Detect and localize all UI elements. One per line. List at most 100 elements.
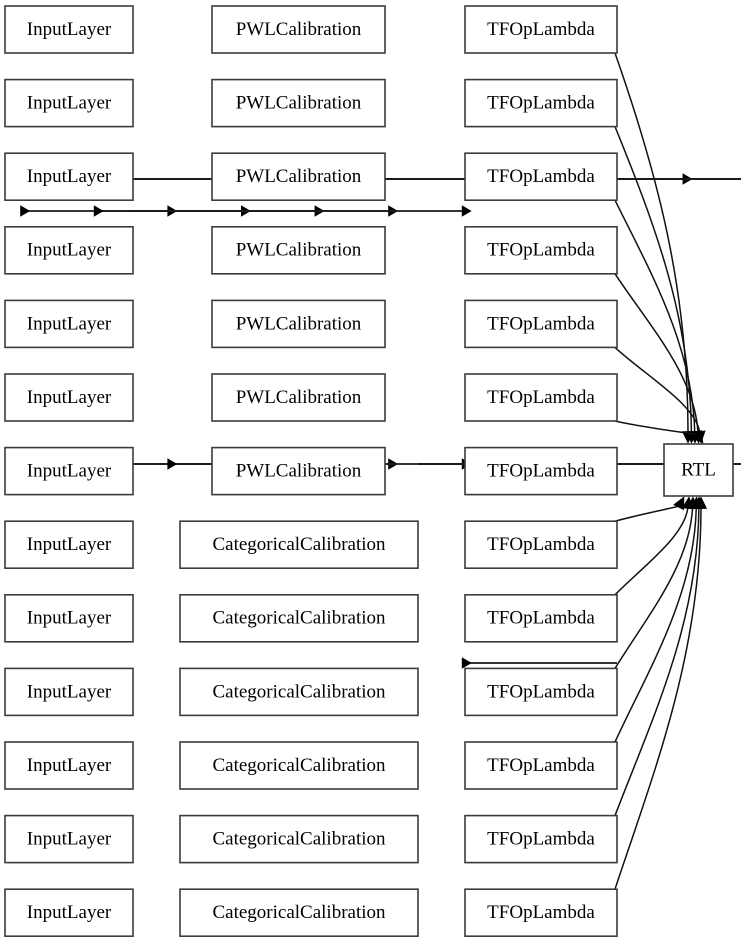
node-rtl-box <box>663 443 734 497</box>
node-calibration-5-label: PWLCalibration <box>236 387 362 408</box>
node-input-layer-2[interactable]: InputLayer <box>4 152 134 201</box>
node-lambda-12[interactable]: TFOpLambda <box>464 888 618 938</box>
node-calibration-0-label: PWLCalibration <box>236 19 362 40</box>
edge-lambda-8-to-rtl-line <box>614 506 689 596</box>
node-lambda-7-label: TFOpLambda <box>487 534 595 555</box>
node-calibration-1-label: PWLCalibration <box>236 92 362 113</box>
edge-lambda-6-to-rtl <box>461 657 617 669</box>
edge-lambda-12-to-rtl <box>614 496 708 890</box>
node-calibration-12-box <box>179 888 419 938</box>
node-calibration-4-box <box>211 299 386 349</box>
node-calibration-1[interactable]: PWLCalibration <box>211 78 386 128</box>
node-lambda-4-label: TFOpLambda <box>487 313 595 334</box>
node-calibration-7[interactable]: CategoricalCalibration <box>179 520 419 570</box>
node-input-layer-11-label: InputLayer <box>27 828 112 849</box>
node-calibration-2[interactable]: PWLCalibration <box>211 152 386 201</box>
node-lambda-8[interactable]: TFOpLambda <box>464 593 618 643</box>
node-calibration-12[interactable]: CategoricalCalibration <box>179 888 419 938</box>
node-lambda-1[interactable]: TFOpLambda <box>464 78 618 128</box>
node-calibration-11[interactable]: CategoricalCalibration <box>179 814 419 864</box>
node-lambda-8-box <box>464 593 618 643</box>
node-input-layer-6[interactable]: InputLayer <box>4 446 134 496</box>
node-calibration-3-box <box>211 226 386 275</box>
edge-lambda-10-to-rtl-line <box>614 506 698 743</box>
node-calibration-10[interactable]: CategoricalCalibration <box>179 741 419 790</box>
node-lambda-1-label: TFOpLambda <box>487 92 595 113</box>
node-input-layer-8-label: InputLayer <box>27 608 112 629</box>
edge-input-1-to-calibration <box>93 205 133 217</box>
node-input-layer-8-box <box>4 593 134 643</box>
edge-lambda-0-to-rtl-line <box>614 52 689 434</box>
node-calibration-6-label: PWLCalibration <box>236 460 362 481</box>
edge-calibration-2-to-lambda-arrowhead <box>167 458 178 470</box>
node-input-layer-12[interactable]: InputLayer <box>4 888 134 938</box>
node-input-layer-1[interactable]: InputLayer <box>4 78 134 128</box>
node-input-layer-9-box <box>4 667 134 717</box>
node-calibration-12-label: CategoricalCalibration <box>212 902 386 923</box>
edge-lambda-1-to-rtl-line <box>614 126 693 434</box>
node-calibration-9-label: CategoricalCalibration <box>212 681 386 702</box>
node-lambda-0[interactable]: TFOpLambda <box>464 5 618 54</box>
node-lambda-10-box <box>464 741 618 790</box>
node-lambda-9[interactable]: TFOpLambda <box>464 667 618 717</box>
edge-input-6-to-calibration-arrowhead <box>461 205 472 217</box>
node-calibration-0-box <box>211 5 386 54</box>
node-input-layer-4-label: InputLayer <box>27 313 112 334</box>
node-lambda-5[interactable]: TFOpLambda <box>464 373 618 422</box>
edge-lambda-12-to-rtl-arrowhead <box>694 496 708 509</box>
node-lambda-9-box <box>464 667 618 717</box>
node-input-layer-0[interactable]: InputLayer <box>4 5 134 54</box>
node-input-layer-7[interactable]: InputLayer <box>4 520 134 570</box>
node-lambda-4[interactable]: TFOpLambda <box>464 299 618 349</box>
node-input-layer-7-box <box>4 520 134 570</box>
node-calibration-3[interactable]: PWLCalibration <box>211 226 386 275</box>
node-input-layer-4[interactable]: InputLayer <box>4 299 134 349</box>
node-lambda-2[interactable]: TFOpLambda <box>464 152 618 201</box>
node-calibration-7-box <box>179 520 419 570</box>
node-calibration-8[interactable]: CategoricalCalibration <box>179 593 419 643</box>
node-lambda-11[interactable]: TFOpLambda <box>464 814 618 864</box>
node-calibration-9[interactable]: CategoricalCalibration <box>179 667 419 717</box>
node-input-layer-8[interactable]: InputLayer <box>4 593 134 643</box>
node-calibration-4[interactable]: PWLCalibration <box>211 299 386 349</box>
node-calibration-2-box <box>211 152 386 201</box>
node-input-layer-9[interactable]: InputLayer <box>4 667 134 717</box>
edge-lambda-5-to-rtl-arrowhead <box>691 429 704 444</box>
node-calibration-10-label: CategoricalCalibration <box>212 755 386 776</box>
node-input-layer-5-box <box>4 373 134 422</box>
node-input-layer-4-box <box>4 299 134 349</box>
node-calibration-6-box <box>211 446 386 496</box>
node-lambda-3[interactable]: TFOpLambda <box>464 226 618 275</box>
node-lambda-3-label: TFOpLambda <box>487 240 595 261</box>
node-rtl-label: RTL <box>681 459 716 480</box>
node-lambda-0-box <box>464 5 618 54</box>
node-input-layer-11[interactable]: InputLayer <box>4 814 134 864</box>
node-lambda-9-label: TFOpLambda <box>487 681 595 702</box>
edge-lambda-7-to-rtl <box>614 496 685 522</box>
edge-input-6-to-calibration <box>133 205 472 217</box>
node-input-layer-0-label: InputLayer <box>27 19 112 40</box>
node-calibration-5[interactable]: PWLCalibration <box>211 373 386 422</box>
node-lambda-11-box <box>464 814 618 864</box>
node-lambda-5-label: TFOpLambda <box>487 387 595 408</box>
node-lambda-6[interactable]: TFOpLambda <box>464 446 618 496</box>
node-input-layer-3[interactable]: InputLayer <box>4 226 134 275</box>
node-input-layer-10-label: InputLayer <box>27 755 112 776</box>
node-calibration-0[interactable]: PWLCalibration <box>211 5 386 54</box>
node-rtl[interactable]: RTL <box>663 443 734 497</box>
node-input-layer-5-label: InputLayer <box>27 387 112 408</box>
node-calibration-6[interactable]: PWLCalibration <box>211 446 386 496</box>
node-input-layer-5[interactable]: InputLayer <box>4 373 134 422</box>
node-lambda-7-box <box>464 520 618 570</box>
node-lambda-7[interactable]: TFOpLambda <box>464 520 618 570</box>
node-lambda-10[interactable]: TFOpLambda <box>464 741 618 790</box>
node-input-layer-10[interactable]: InputLayer <box>4 741 134 790</box>
edge-lambda-7-to-rtl-arrowhead <box>673 496 685 511</box>
node-input-layer-6-box <box>4 446 134 496</box>
node-lambda-8-label: TFOpLambda <box>487 608 595 629</box>
edge-lambda-12-to-rtl-line <box>614 506 702 890</box>
node-lambda-12-label: TFOpLambda <box>487 902 595 923</box>
edge-lambda-5-to-rtl <box>614 420 704 444</box>
node-calibration-7-label: CategoricalCalibration <box>212 534 386 555</box>
node-input-layer-0-box <box>4 5 134 54</box>
